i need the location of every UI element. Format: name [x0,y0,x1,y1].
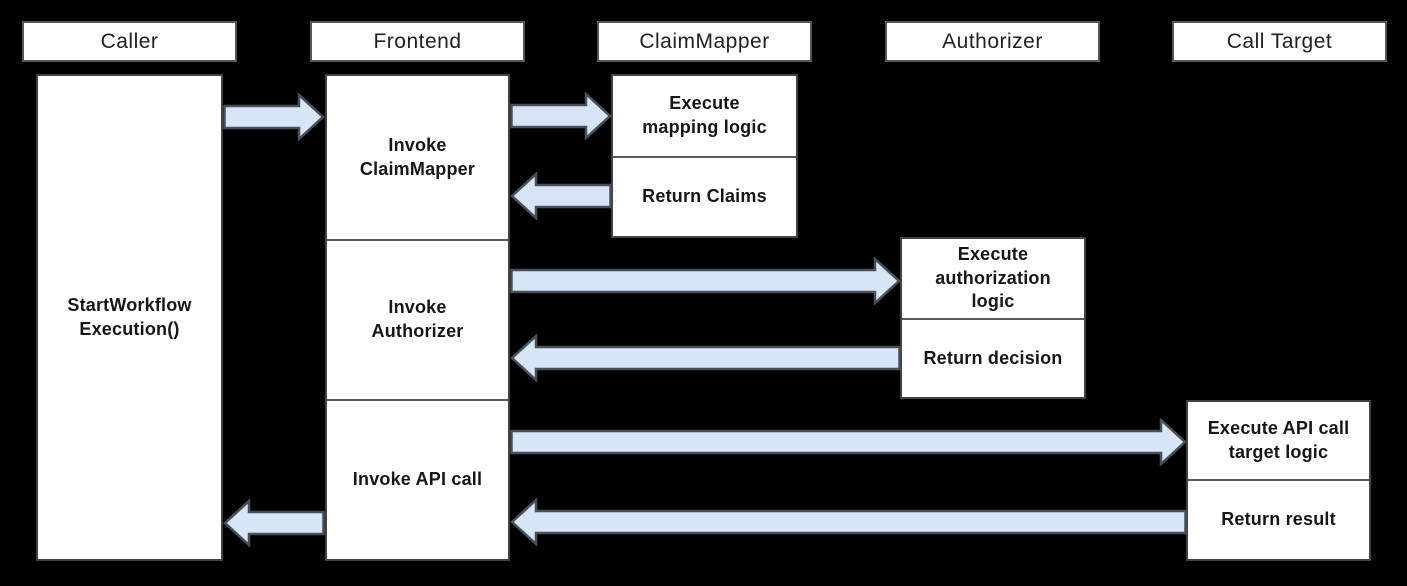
activity-return-claims: Return Claims [613,156,796,236]
activity-invoke-claimmapper: Invoke ClaimMapper [327,76,508,239]
activity-execute-authorization-logic: Execute authorization logic [902,239,1084,318]
arrow-caller-to-frontend [223,93,325,141]
lifeline-header-authorizer: Authorizer [885,21,1100,62]
lifeline-header-claimmapper-label: ClaimMapper [639,29,770,53]
activity-invoke-authorizer-label: Invoke Authorizer [371,297,464,341]
activity-invoke-api-call: Invoke API call [327,399,508,559]
activity-invoke-authorizer: Invoke Authorizer [327,239,508,399]
arrow-frontend-to-authorizer [510,257,901,305]
activity-start-workflow-execution: StartWorkflow Execution() [38,76,221,559]
activity-invoke-claimmapper-label: Invoke ClaimMapper [359,134,476,179]
activity-invoke-api-call-label: Invoke API call [352,469,483,490]
activation-call-target: Execute API call target logic Return res… [1186,400,1371,561]
lifeline-header-frontend: Frontend [310,21,525,62]
arrow-authorizer-return-to-frontend [510,334,901,382]
activation-claimmapper: Execute mapping logic Return Claims [611,74,798,238]
lifeline-header-claimmapper: ClaimMapper [597,21,812,62]
lifeline-header-caller-label: Caller [100,29,159,53]
activity-execute-mapping-logic-label: Execute mapping logic [642,93,767,137]
activation-caller: StartWorkflow Execution() [36,74,223,561]
lifeline-header-call-target-label: Call Target [1226,29,1333,53]
lifeline-header-frontend-label: Frontend [373,29,462,53]
activity-return-result-label: Return result [1221,509,1336,530]
activation-frontend: Invoke ClaimMapper Invoke Authorizer Inv… [325,74,510,561]
activation-authorizer: Execute authorization logic Return decis… [900,237,1086,399]
arrow-claimmapper-return-to-frontend [510,172,612,220]
lifeline-header-call-target: Call Target [1172,21,1387,62]
activity-return-result: Return result [1188,479,1369,559]
activity-execute-api-call-target-logic-label: Execute API call target logic [1207,417,1350,462]
arrow-frontend-to-claimmapper [510,92,612,140]
arrow-frontend-return-to-caller [223,499,325,547]
arrow-call-target-return-to-frontend [510,498,1187,546]
arrow-frontend-to-call-target [510,418,1187,466]
lifeline-header-authorizer-label: Authorizer [942,29,1043,53]
activity-return-claims-label: Return Claims [642,186,767,207]
activity-return-decision-label: Return decision [923,347,1063,368]
activity-execute-authorization-logic-label: Execute authorization logic [935,243,1051,312]
activity-return-decision: Return decision [902,318,1084,397]
lifeline-header-caller: Caller [22,21,237,62]
activity-execute-mapping-logic: Execute mapping logic [613,76,796,156]
activity-execute-api-call-target-logic: Execute API call target logic [1188,402,1369,479]
activity-start-workflow-execution-label: StartWorkflow Execution() [67,294,192,339]
